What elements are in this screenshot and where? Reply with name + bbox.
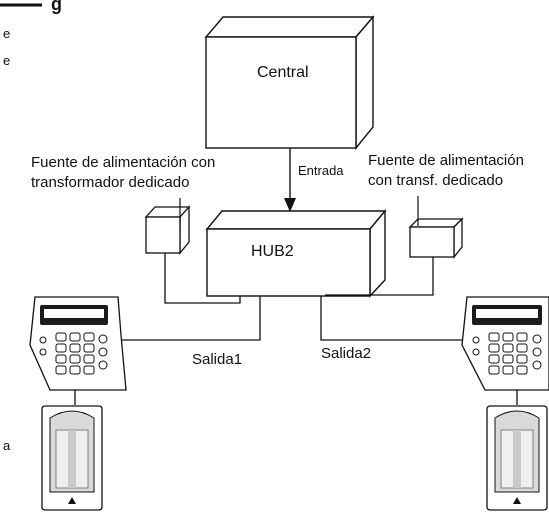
hub-box: [205, 209, 387, 298]
output2-label: Salida2: [321, 345, 372, 362]
left-psu-wire: [164, 253, 241, 304]
top-heading-fragment: g: [51, 0, 62, 14]
output1-wire: [120, 296, 261, 341]
left-margin-fragment-3: a: [3, 438, 11, 453]
left-margin-fragment-1: e: [3, 26, 11, 41]
left-psu-label-line1: Fuente de alimentación con: [31, 154, 216, 171]
input-arrow: [284, 148, 296, 212]
input-label: Entrada: [298, 163, 344, 178]
left-psu-label: Fuente de alimentación con transformador…: [31, 153, 215, 193]
left-psu-label-line2: transformador dedicado: [31, 174, 190, 191]
output1-label: Salida1: [192, 351, 243, 368]
right-psu-label: Fuente de alimentación con transf. dedic…: [368, 151, 524, 191]
central-box: [204, 15, 375, 150]
hub-label: HUB2: [251, 243, 294, 260]
left-psu-box: [144, 205, 191, 255]
left-motion-sensor: [41, 405, 103, 511]
left-margin-fragment-2: e: [3, 53, 11, 68]
right-psu-label-line2: con transf. dedicado: [368, 172, 504, 189]
right-psu-label-line1: Fuente de alimentación: [368, 152, 524, 169]
central-label: Central: [257, 64, 309, 81]
right-keypad: [461, 296, 549, 391]
right-psu-box: [408, 217, 464, 259]
right-motion-sensor: [486, 405, 548, 511]
right-psu-wire: [325, 257, 434, 296]
left-keypad: [29, 296, 127, 391]
output2-wire: [320, 296, 468, 341]
